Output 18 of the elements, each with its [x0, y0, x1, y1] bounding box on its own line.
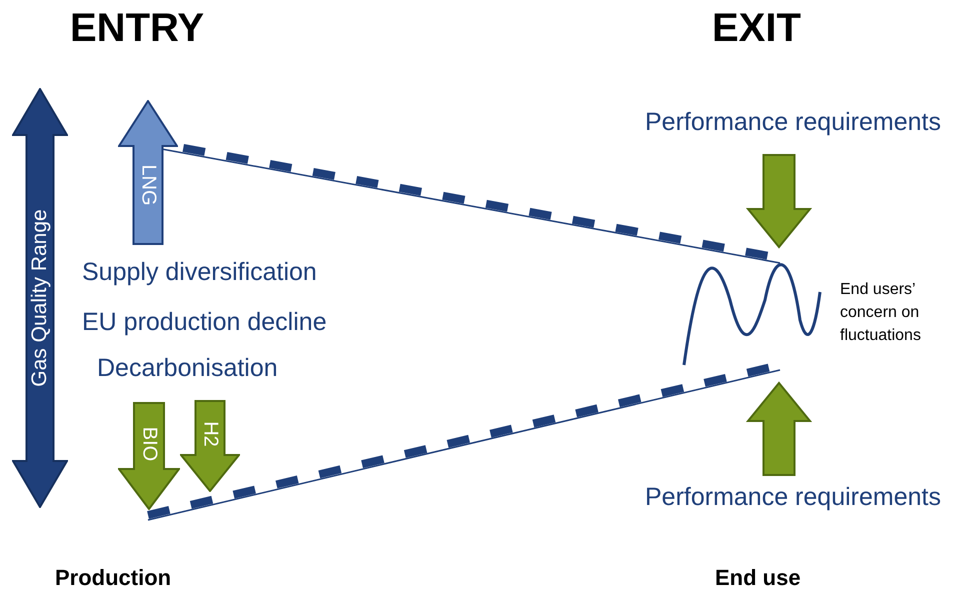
arrow-label: Gas Quality Range — [28, 209, 52, 387]
requirement-text: Performance requirements — [645, 108, 941, 137]
arrow-label: H2 — [198, 421, 222, 447]
up-arrow — [118, 100, 178, 245]
down-arrow — [118, 402, 180, 510]
driver-text: Decarbonisation — [97, 354, 278, 383]
driver-text: EU production decline — [82, 308, 327, 337]
axis-end-label: End use — [715, 565, 801, 591]
double-arrow — [12, 88, 68, 508]
driver-text: Supply diversification — [82, 258, 317, 287]
note-text: End users’ concern on fluctuations — [840, 280, 922, 346]
section-heading: EXIT — [712, 6, 801, 51]
section-heading: ENTRY — [70, 6, 204, 51]
down-arrow — [180, 400, 240, 492]
arrow-label: BIO — [138, 426, 160, 462]
requirement-text: Performance requirements — [645, 483, 941, 512]
arrow-label: LNG — [136, 164, 160, 206]
axis-end-label: Production — [55, 565, 172, 591]
